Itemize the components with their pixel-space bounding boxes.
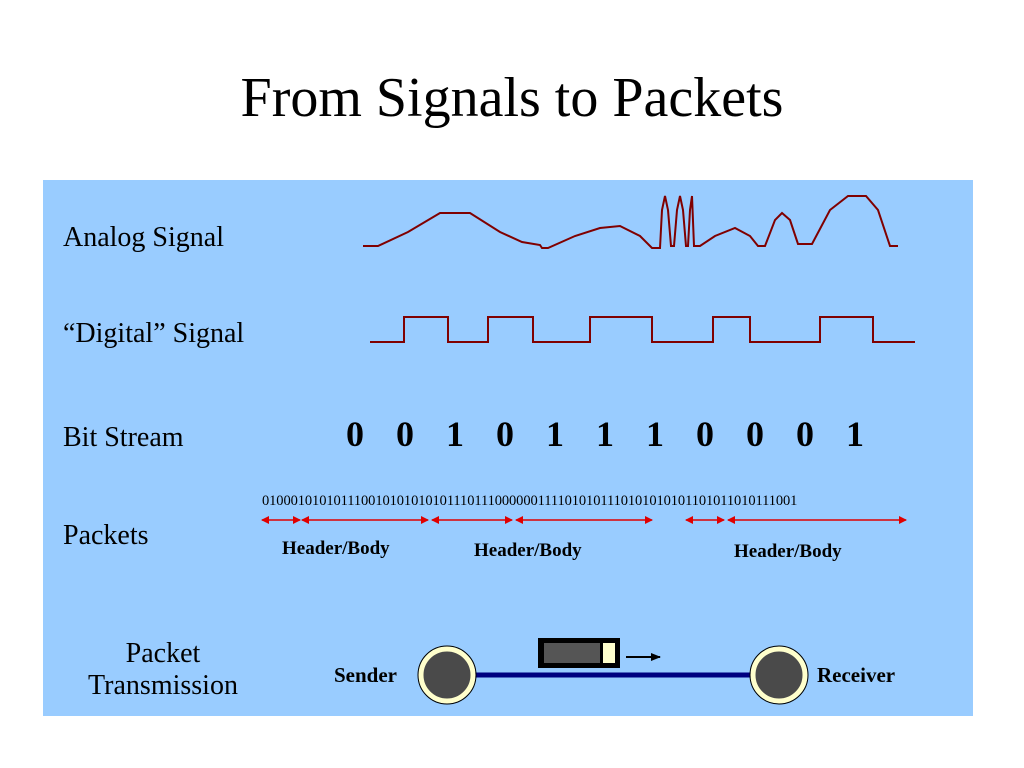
analog-signal-label: Analog Signal	[63, 222, 224, 253]
sender-label: Sender	[334, 663, 397, 687]
packet-transmission-label-line1: Packet	[125, 638, 201, 669]
bit: 1	[596, 414, 614, 454]
bit-stream-label: Bit Stream	[63, 422, 184, 453]
packet-icon	[538, 638, 620, 668]
bit: 0	[696, 414, 714, 454]
receiver-node-icon	[749, 645, 809, 705]
packet-binary-string: 0100010101011100101010101011101110000001…	[262, 493, 798, 509]
diagram-panel	[43, 180, 973, 716]
packet-segment-label: Header/Body	[474, 540, 582, 561]
packet-transmission-label: Packet Transmission	[72, 638, 254, 702]
receiver-label: Receiver	[817, 663, 896, 687]
bit: 0	[746, 414, 764, 454]
digital-waveform	[370, 316, 915, 343]
packets-label: Packets	[63, 520, 149, 551]
bit: 1	[646, 414, 664, 454]
bit: 0	[396, 414, 414, 454]
bit: 0	[796, 414, 814, 454]
analog-waveform	[363, 195, 898, 249]
sender-node-icon	[417, 645, 477, 705]
bit: 1	[446, 414, 464, 454]
digital-signal-label: “Digital” Signal	[63, 318, 245, 349]
bit: 1	[546, 414, 564, 454]
packet-transmission-label-line2: Transmission	[88, 670, 238, 701]
packet-segment-label: Header/Body	[282, 538, 390, 559]
bit-stream: 0 0 1 0 1 1 1 0 0 0 1	[340, 412, 870, 456]
bit: 0	[346, 414, 364, 454]
packet-segment-label: Header/Body	[734, 541, 842, 562]
bit: 1	[846, 414, 864, 454]
slide-title: From Signals to Packets	[240, 67, 784, 129]
bit: 0	[496, 414, 514, 454]
